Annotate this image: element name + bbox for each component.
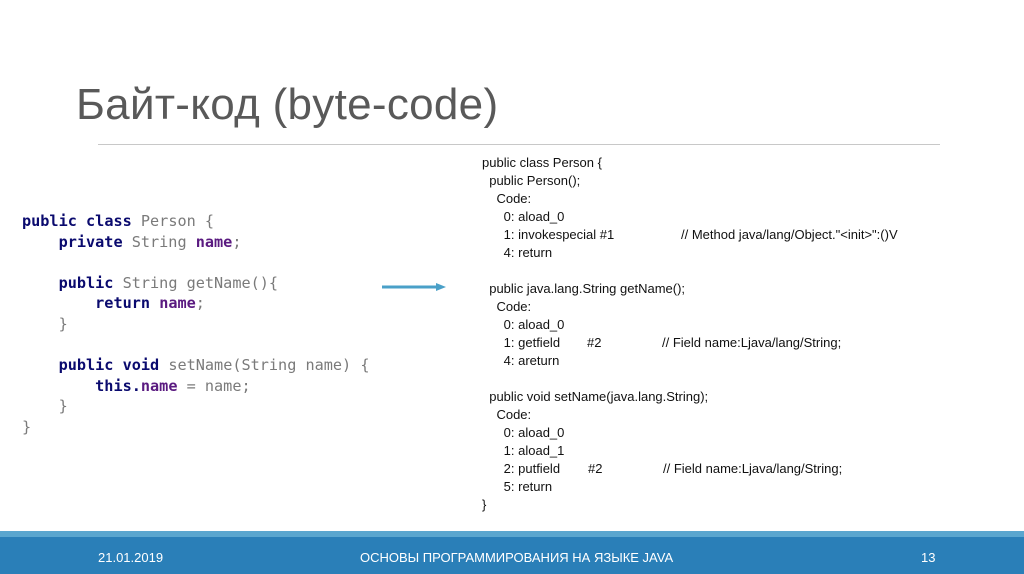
arrow-right-icon <box>382 283 446 291</box>
code-line: public void setName(String name) { <box>22 355 370 376</box>
java-source-code: public class Person { private String nam… <box>22 211 370 438</box>
code-line: } <box>22 396 370 417</box>
code-text: String getName(){ <box>113 273 279 292</box>
bytecode-instruction: 2: putfield <box>482 461 561 476</box>
bytecode-line: 2: putfield #2 // Field name:Ljava/lang/St… <box>482 460 843 478</box>
code-text: } <box>22 417 32 436</box>
bytecode-comment: // Field name:Ljava/lang/String; <box>663 461 843 476</box>
bytecode-line: public Person(); <box>482 173 581 188</box>
bytecode-line: Code: <box>482 299 532 314</box>
field-name: name <box>140 376 178 395</box>
bytecode-line: Code: <box>482 407 532 422</box>
keyword: void <box>122 356 160 375</box>
code-text: } <box>58 397 68 416</box>
slide-title: Байт-код (byte-code) <box>76 80 499 129</box>
bytecode-line: 0: aload_0 <box>482 425 565 440</box>
bytecode-line: 0: aload_0 <box>482 317 565 332</box>
bytecode-line-blank <box>482 370 708 388</box>
bytecode-listing: public class Person { public Person(); C… <box>482 154 898 514</box>
bytecode-instruction: 1: getfield <box>482 335 561 350</box>
bytecode-line: 1: getfield #2 // Field name:Ljava/lang/St… <box>482 334 842 352</box>
code-line: public class Person { <box>22 211 370 232</box>
code-text: ; <box>232 232 242 251</box>
keyword: public <box>22 212 77 230</box>
code-line: private String name; <box>22 232 370 253</box>
field-name: name <box>195 232 233 251</box>
keyword: class <box>86 212 132 230</box>
bytecode-line: 4: return <box>482 245 553 260</box>
keyword: public <box>58 356 114 375</box>
footer-course-title: ОСНОВЫ ПРОГРАММИРОВАНИЯ НА ЯЗЫКЕ JAVA <box>360 550 674 565</box>
code-line: this.name = name; <box>22 376 370 397</box>
bytecode-comment: // Field name:Ljava/lang/String; <box>662 335 842 350</box>
code-text: ; <box>195 294 205 313</box>
keyword: return <box>95 294 151 313</box>
bytecode-operand: #2 <box>588 461 603 476</box>
code-line: } <box>22 314 370 335</box>
field-name: name <box>159 294 196 313</box>
code-line-blank <box>22 252 370 273</box>
bytecode-instruction: 1: invokespecial #1 <box>482 227 615 242</box>
footer-accent-stripe <box>0 531 1024 537</box>
bytecode-line: 4: areturn <box>482 353 560 368</box>
bytecode-operand: #2 <box>587 335 602 350</box>
keyword: this <box>95 376 132 395</box>
bytecode-line: public void setName(java.lang.String); <box>482 389 709 404</box>
bytecode-line: 1: aload_1 <box>482 443 565 458</box>
bytecode-line: } <box>482 497 487 512</box>
bytecode-line-blank <box>482 262 708 280</box>
keyword: private <box>58 232 123 251</box>
code-text: setName(String name) { <box>159 356 370 375</box>
bytecode-line: public java.lang.String getName(); <box>482 281 686 296</box>
dot: . <box>131 376 141 395</box>
code-text: } <box>58 314 68 333</box>
code-line: public String getName(){ <box>22 273 370 294</box>
code-line: } <box>22 417 370 438</box>
code-line-blank <box>22 335 370 356</box>
keyword: public <box>58 273 114 292</box>
bytecode-line: 1: invokespecial #1 // Method java/lang/O… <box>482 226 898 244</box>
code-text: = name; <box>177 376 251 395</box>
slide-footer: 21.01.2019 ОСНОВЫ ПРОГРАММИРОВАНИЯ НА ЯЗ… <box>0 537 1024 574</box>
code-text: Person { <box>131 212 215 230</box>
bytecode-line: public class Person { <box>482 155 602 170</box>
bytecode-comment: // Method java/lang/Object."<init>":()V <box>681 227 898 242</box>
code-line: return name; <box>22 293 370 314</box>
bytecode-line: 5: return <box>482 479 553 494</box>
footer-page-number: 13 <box>921 550 936 565</box>
code-text: String <box>122 232 196 251</box>
bytecode-line: 0: aload_0 <box>482 209 565 224</box>
bytecode-line: Code: <box>482 191 532 206</box>
footer-date: 21.01.2019 <box>98 550 164 565</box>
title-divider <box>98 144 940 145</box>
